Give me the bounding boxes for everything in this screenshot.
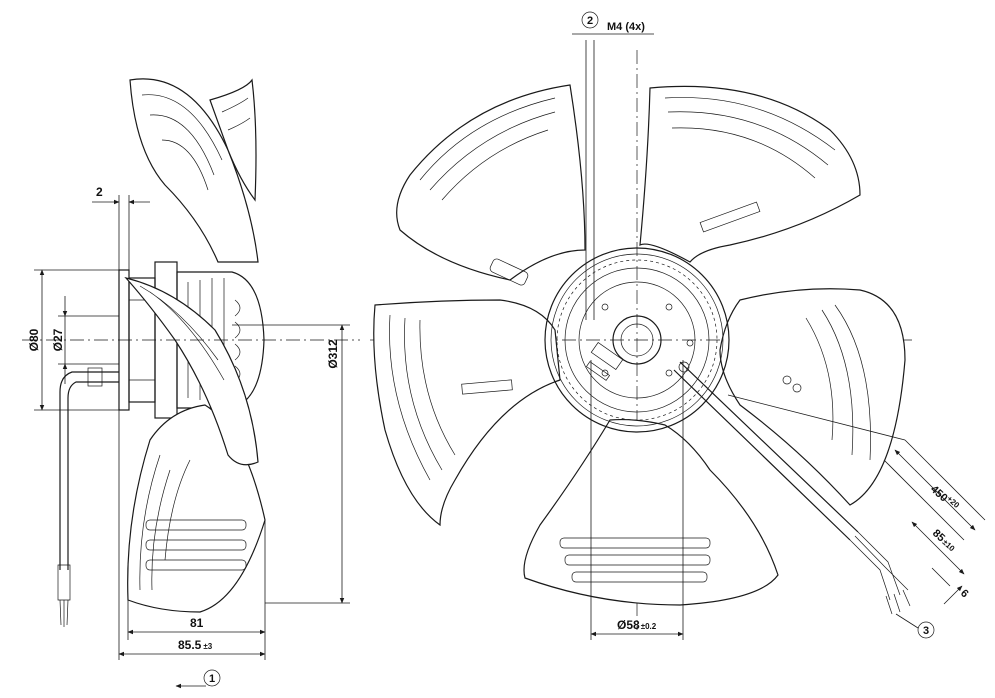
callout-cable: 3 xyxy=(923,625,929,637)
hub-outer xyxy=(544,247,730,433)
side-blade-tip xyxy=(209,78,257,202)
side-blade-upper xyxy=(129,78,259,263)
side-cable xyxy=(59,371,119,570)
blade-bottom xyxy=(523,418,779,606)
dim-wire-end: 6 xyxy=(958,587,971,600)
dim-hub-diameter: Ø27 xyxy=(51,328,65,351)
side-view xyxy=(22,78,360,627)
callout-airflow: 1 xyxy=(209,673,215,685)
dim-blade-depth: 81 xyxy=(190,616,204,630)
front-view xyxy=(370,50,915,630)
blade-top-left xyxy=(396,84,586,281)
front-cable xyxy=(673,361,859,541)
dim-thread: M4 (4x) xyxy=(607,21,645,33)
dim-strip-length: 85±10 xyxy=(930,527,958,554)
dim-total-depth: 85.5±3 xyxy=(178,638,213,652)
blade-left xyxy=(373,299,561,527)
side-dimensions: Ø80 Ø27 2 Ø312 81 85.5±3 1 xyxy=(27,185,350,689)
dim-body-diameter: Ø80 xyxy=(27,328,41,351)
fan-blades xyxy=(373,84,906,606)
dim-gap: 2 xyxy=(96,185,103,199)
hub-shaft-ring xyxy=(612,315,662,365)
blade-top-right xyxy=(639,85,861,263)
dim-shaft-diameter: Ø58±0.2 xyxy=(617,618,657,632)
callout-mount: 2 xyxy=(587,15,593,27)
dim-outer-diameter: Ø312 xyxy=(326,339,340,369)
blade-right xyxy=(719,288,906,506)
